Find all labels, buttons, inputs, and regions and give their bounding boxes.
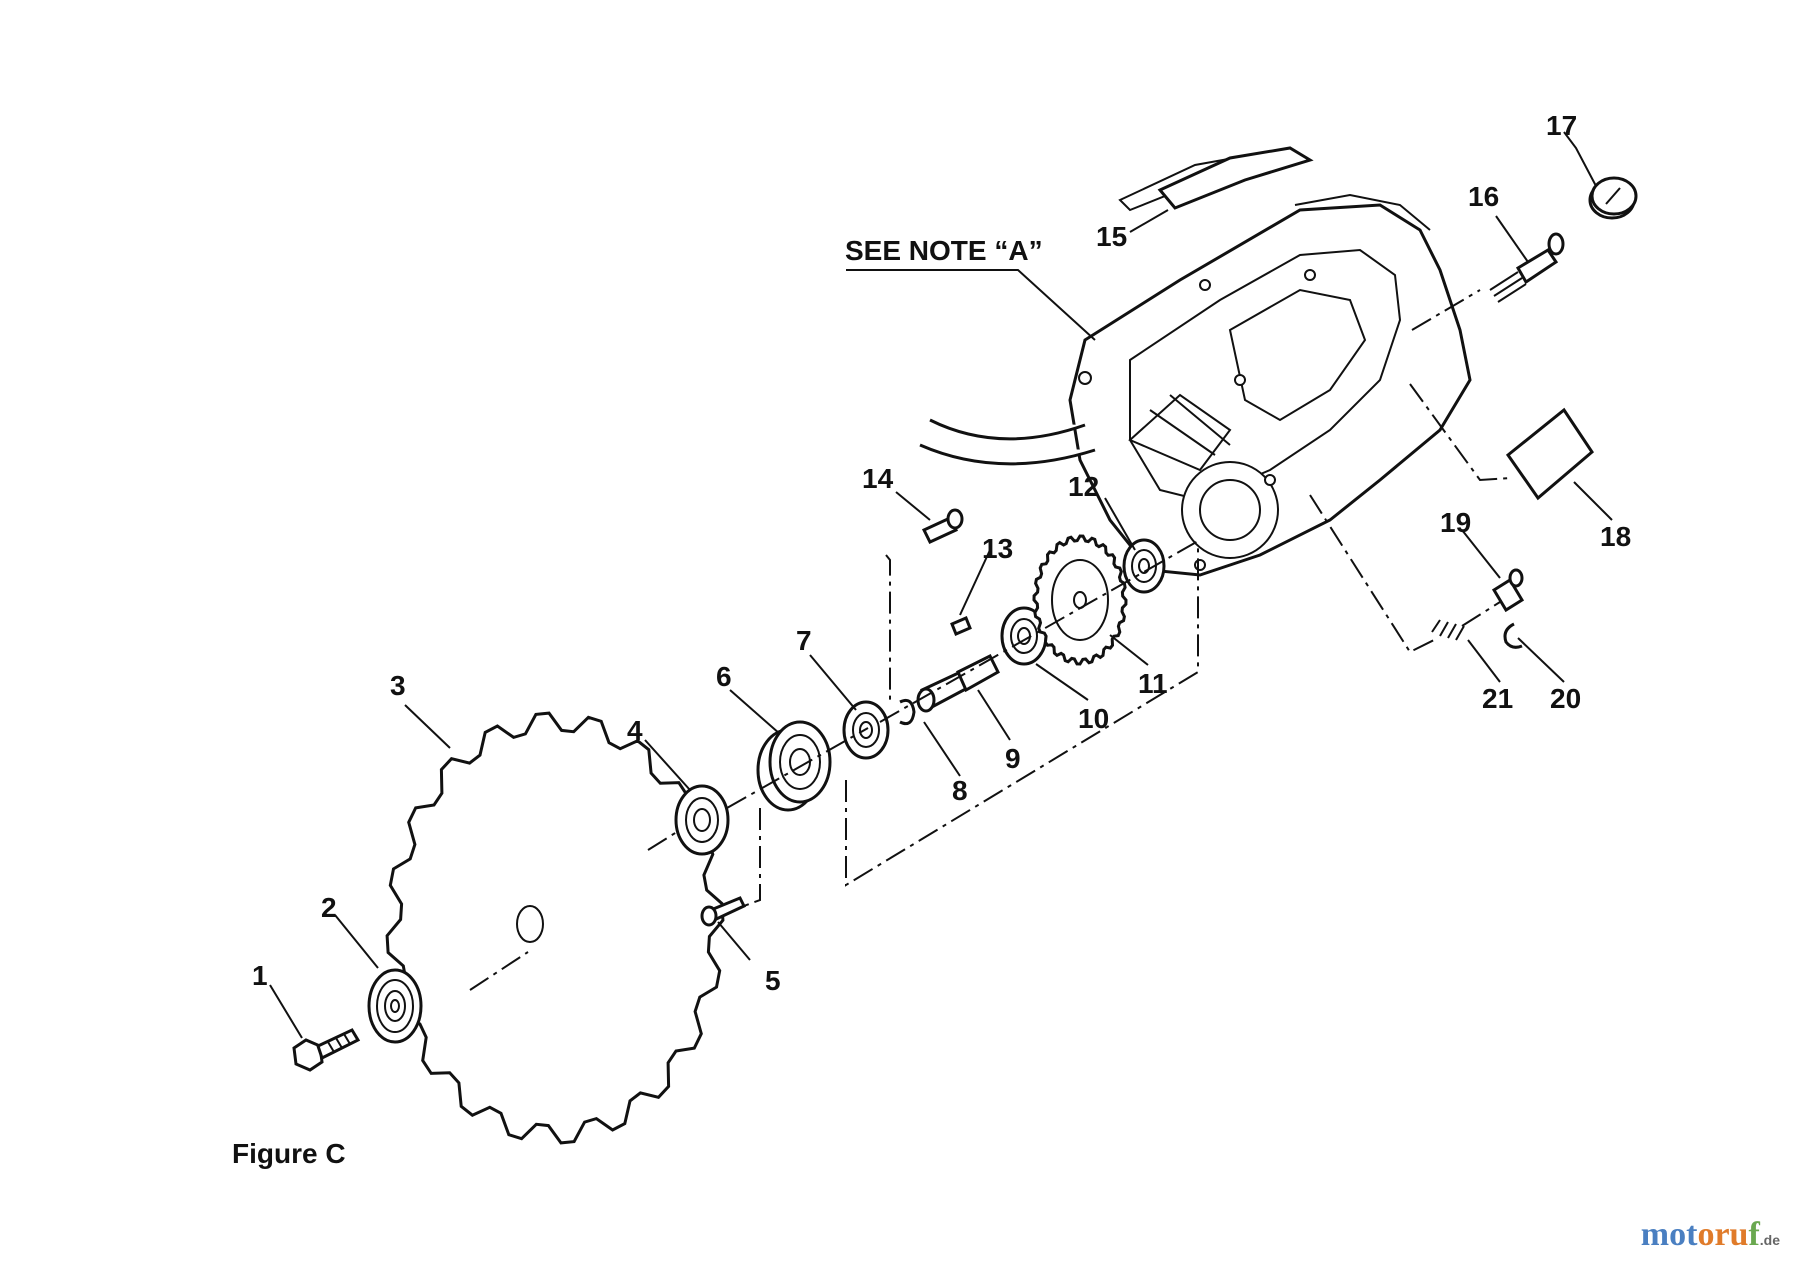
screw-14 (921, 508, 964, 544)
arbor-bolt (292, 1028, 361, 1072)
callout-13: 13 (982, 533, 1013, 564)
callout-19: 19 (1440, 507, 1471, 538)
leader-lines (269, 131, 1613, 1039)
callout-7: 7 (796, 625, 812, 656)
callout-21: 21 (1482, 683, 1513, 714)
saw-blade (385, 711, 725, 1145)
callout-17: 17 (1546, 110, 1577, 141)
watermark-suffix: .de (1759, 1232, 1780, 1248)
spring-21 (1431, 619, 1465, 641)
callout-10: 10 (1078, 703, 1109, 734)
callout-15: 15 (1096, 221, 1127, 252)
gear-11 (1032, 534, 1128, 666)
callout-2: 2 (321, 892, 337, 923)
brush-cap-17 (1588, 176, 1638, 220)
label-15 (1157, 146, 1314, 210)
callout-16: 16 (1468, 181, 1499, 212)
callout-3: 3 (390, 670, 406, 701)
retaining-ring-8 (899, 698, 916, 726)
ball-bearing-10 (1000, 606, 1048, 666)
see-note-label: SEE NOTE “A” (845, 235, 1043, 266)
callout-18: 18 (1600, 521, 1631, 552)
callout-9: 9 (1005, 743, 1021, 774)
figure-label: Figure C (232, 1138, 346, 1169)
callout-11: 11 (1138, 668, 1168, 699)
bearing-retainer (756, 720, 832, 812)
label-18 (1505, 407, 1594, 501)
pin-19 (1491, 568, 1525, 613)
callout-6: 6 (716, 661, 732, 692)
screw-5 (700, 896, 747, 927)
callout-12: 12 (1068, 471, 1099, 502)
watermark-part-2: oru (1697, 1216, 1749, 1253)
e-ring-20 (1503, 622, 1523, 649)
callout-8: 8 (952, 775, 968, 806)
outer-blade-washer (367, 968, 423, 1044)
watermark-part-3: f (1748, 1216, 1760, 1253)
arbor-shaft (916, 653, 1000, 713)
inner-blade-washer (674, 784, 730, 856)
callout-4: 4 (627, 715, 643, 746)
site-watermark: motoruf.de (1641, 1216, 1780, 1254)
motor-housing (919, 146, 1472, 577)
callout-1: 1 (252, 960, 268, 991)
brush-spring-16 (1489, 232, 1565, 303)
key-13 (950, 616, 972, 636)
ball-bearing-12 (1122, 538, 1166, 594)
callout-5: 5 (765, 965, 781, 996)
assembly-lines (469, 289, 1511, 991)
callout-20: 20 (1550, 683, 1581, 714)
callout-14: 14 (862, 463, 894, 494)
watermark-part-1: mot (1640, 1216, 1698, 1253)
